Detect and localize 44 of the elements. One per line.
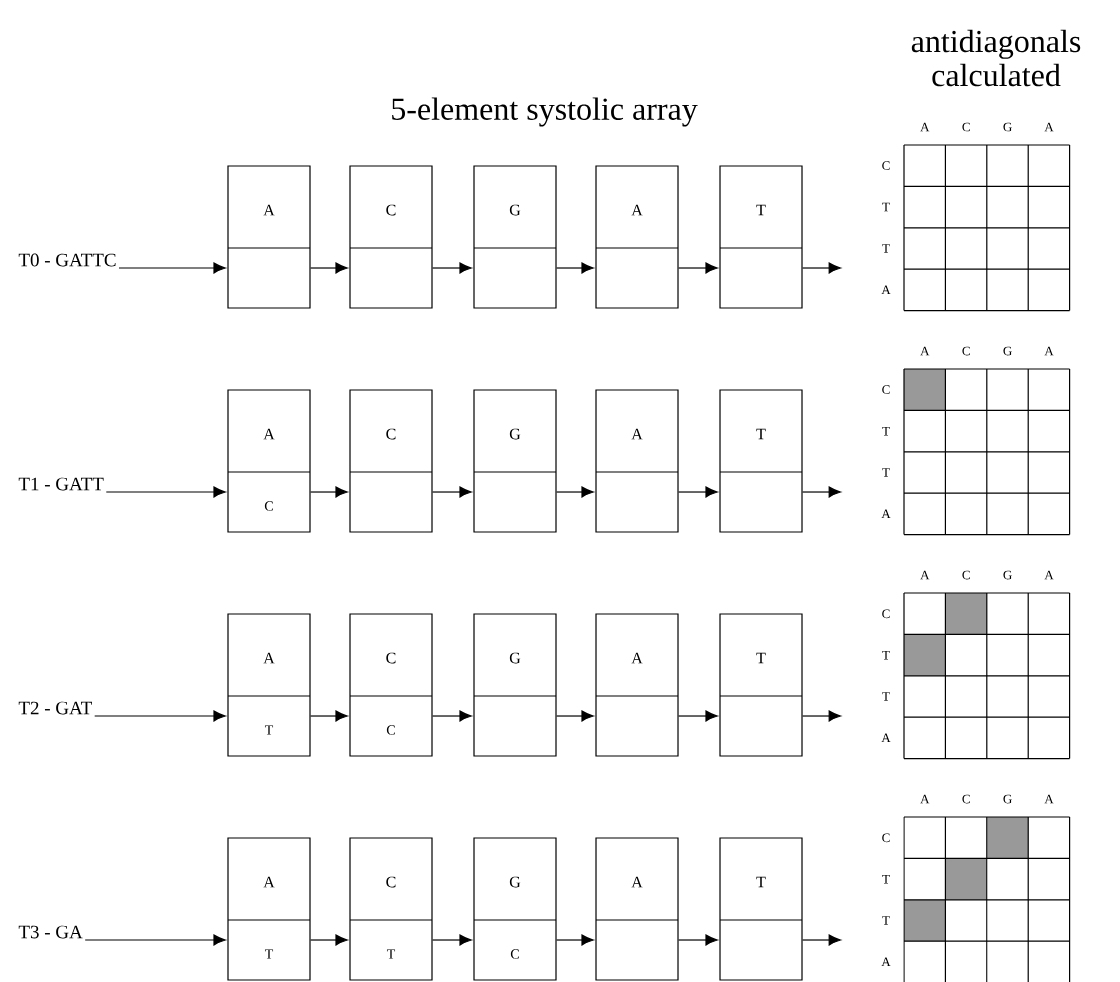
processing-element: T <box>719 613 803 757</box>
arrow <box>556 262 594 274</box>
arrow <box>678 262 718 274</box>
row-label: T1 - GATT <box>18 477 104 491</box>
processing-element: C <box>349 389 433 533</box>
row-label: T2 - GAT <box>18 701 92 715</box>
arrow <box>310 710 348 722</box>
processing-element: T <box>719 165 803 309</box>
arrow <box>310 486 348 498</box>
arrow <box>432 262 472 274</box>
processing-element: T <box>719 389 803 533</box>
processing-element: A <box>595 389 679 533</box>
arrow <box>556 486 594 498</box>
arrow <box>84 934 226 946</box>
arrow <box>432 710 472 722</box>
arrow <box>802 934 841 946</box>
arrow <box>678 710 718 722</box>
processing-element: A <box>595 837 679 981</box>
arrow <box>432 934 472 946</box>
arrow <box>802 486 841 498</box>
arrow <box>678 934 718 946</box>
arrow <box>802 262 841 274</box>
processing-element: G <box>473 613 557 757</box>
processing-element: A <box>595 165 679 309</box>
title: 5-element systolic array <box>392 97 698 127</box>
processing-element: G <box>473 389 557 533</box>
arrow <box>678 486 718 498</box>
arrow <box>556 934 594 946</box>
arrow <box>432 486 472 498</box>
processing-element: G <box>473 165 557 309</box>
processing-element: A <box>227 165 311 309</box>
row-label: T0 - GATTC <box>18 253 116 267</box>
processing-element: C <box>349 165 433 309</box>
arrow <box>310 934 348 946</box>
heading: antidiagonals calculated <box>911 29 1081 87</box>
row-label: T3 - GA <box>18 925 83 939</box>
arrow <box>802 710 841 722</box>
processing-element: T <box>719 837 803 981</box>
arrow <box>118 262 226 274</box>
arrow <box>105 486 226 498</box>
arrow <box>556 710 594 722</box>
arrow <box>94 710 226 722</box>
processing-element: A <box>595 613 679 757</box>
arrow <box>310 262 348 274</box>
